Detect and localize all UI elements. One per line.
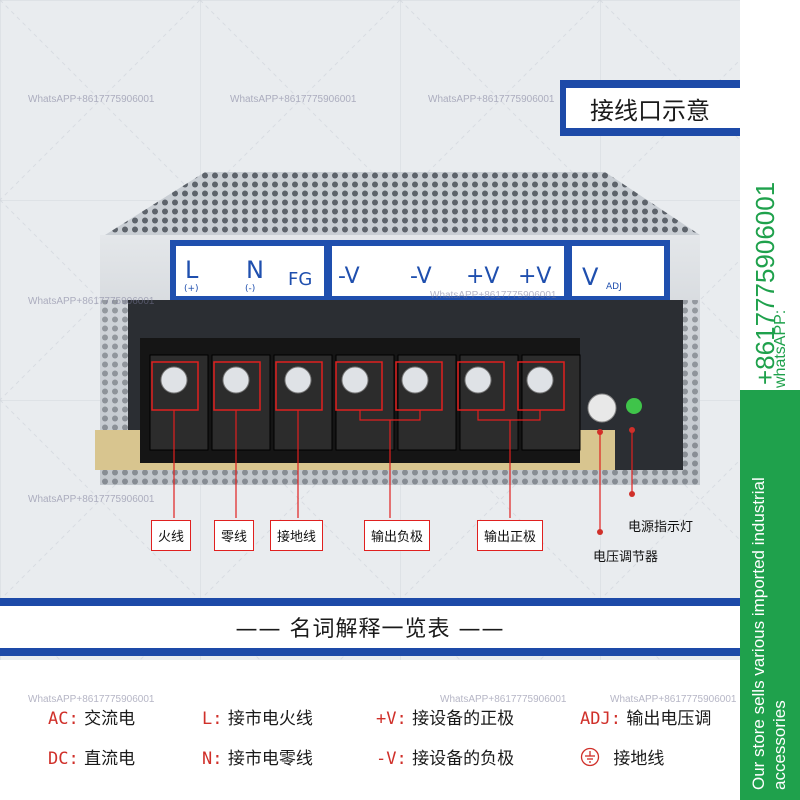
side-banner: +8617775906001 whatsAPP: Our store sells… <box>740 0 800 800</box>
glossary-table: WhatsAPP+8617775906001 WhatsAPP+86177759… <box>0 660 740 800</box>
symbol-pos-v: +V <box>466 264 499 289</box>
symbol-l-sub: (+) <box>184 284 199 294</box>
glossary-item-ground: 接地线 <box>580 744 664 769</box>
watermark: WhatsAPP+8617775906001 <box>428 94 555 105</box>
watermark: WhatsAPP+8617775906001 <box>28 494 155 505</box>
callout-voltage-adjuster: 电压调节器 <box>593 550 659 565</box>
symbol-l: L <box>185 256 199 284</box>
watermark: WhatsAPP+8617775906001 <box>440 694 567 705</box>
watermark: WhatsAPP+8617775906001 <box>230 94 357 105</box>
title-bar: 接线口示意 <box>560 80 740 136</box>
glossary-item-ac: AC: 交流电 <box>48 709 136 729</box>
symbol-pos-v: +V <box>518 264 551 289</box>
side-banner-contact: +8617775906001 whatsAPP: <box>740 0 800 390</box>
page-title: 接线口示意 <box>566 88 740 128</box>
glossary-item-n: N: 接市电零线 <box>202 749 313 769</box>
symbol-vadj-sub: ADJ <box>606 282 622 292</box>
glossary-item-pos-v: +V: 接设备的正极 <box>376 709 515 729</box>
watermark: WhatsAPP+8617775906001 <box>430 290 557 301</box>
side-whatsapp-label: whatsAPP: <box>772 309 789 388</box>
glossary-item-adj: ADJ: 输出电压调 <box>580 709 712 729</box>
callout-output-positive: 输出正极 <box>477 520 544 551</box>
symbol-neg-v: -V <box>410 264 432 289</box>
symbol-n: N <box>246 256 264 284</box>
watermark: WhatsAPP+8617775906001 <box>28 694 155 705</box>
callout-neutral: 零线 <box>214 520 255 551</box>
watermark: WhatsAPP+8617775906001 <box>28 94 155 105</box>
glossary-title: —— 名词解释一览表 —— <box>0 606 740 648</box>
power-supply-photo: L (+) N (-) FG -V -V +V +V V ADJ <box>95 172 700 535</box>
callout-live: 火线 <box>151 520 192 551</box>
callout-ground: 接地线 <box>270 520 324 551</box>
callout-power-led: 电源指示灯 <box>628 520 694 535</box>
glossary-item-l: L: 接市电火线 <box>202 709 313 729</box>
symbol-neg-v: -V <box>338 264 360 289</box>
glossary-item-dc: DC: 直流电 <box>48 749 136 769</box>
watermark: WhatsAPP+8617775906001 <box>28 296 155 307</box>
symbol-n-sub: (-) <box>245 284 255 294</box>
glossary-item-neg-v: -V: 接设备的负极 <box>376 749 515 769</box>
side-banner-store: Our store sells various imported industr… <box>740 390 800 800</box>
symbol-fg: FG <box>288 269 312 290</box>
symbol-vadj: V <box>582 263 599 291</box>
side-store-text: Our store sells various imported industr… <box>749 477 789 790</box>
ground-icon <box>580 747 600 767</box>
callout-output-negative: 输出负极 <box>364 520 431 551</box>
watermark: WhatsAPP+8617775906001 <box>610 694 737 705</box>
glossary-band: —— 名词解释一览表 —— <box>0 598 740 656</box>
